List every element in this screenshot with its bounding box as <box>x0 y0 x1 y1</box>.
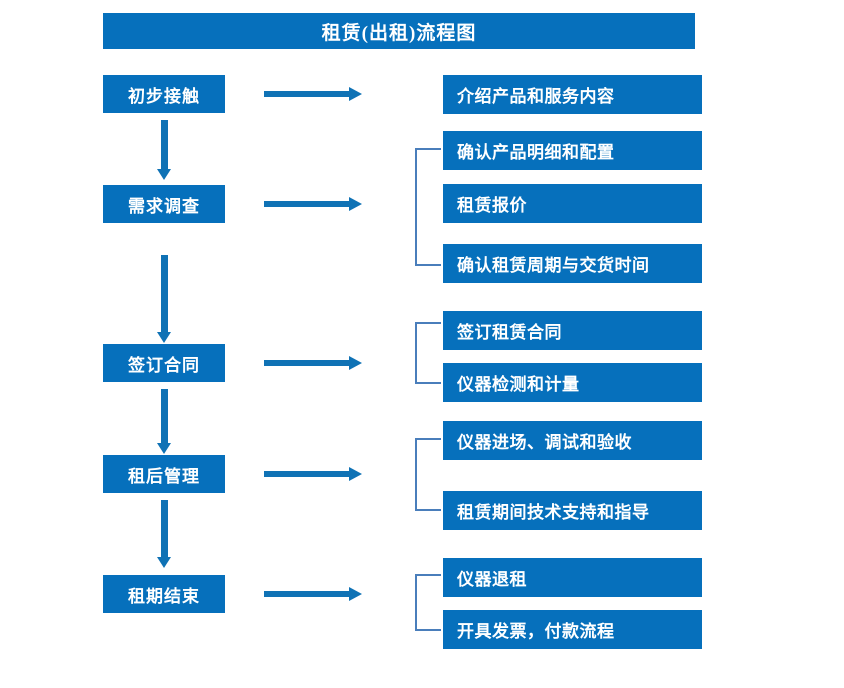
arrow-head-right-icon <box>349 87 362 101</box>
flow-arrow-right-2 <box>264 197 362 211</box>
arrow-head-right-icon <box>349 197 362 211</box>
connector-arrow-2-3 <box>157 255 171 343</box>
connector-arrow-1-2 <box>157 120 171 180</box>
group-bracket-5 <box>415 574 441 631</box>
arrow-head-right-icon <box>349 467 362 481</box>
page-title: 租赁(出租)流程图 <box>103 13 695 49</box>
detail-box-6[interactable]: 仪器检测和计量 <box>443 363 702 402</box>
detail-box-3[interactable]: 租赁报价 <box>443 184 702 223</box>
arrow-shaft <box>161 120 168 169</box>
detail-box-5[interactable]: 签订租赁合同 <box>443 311 702 350</box>
flow-arrow-right-1 <box>264 87 362 101</box>
detail-box-7[interactable]: 仪器进场、调试和验收 <box>443 421 702 460</box>
arrow-shaft <box>264 91 350 97</box>
arrow-head-right-icon <box>349 356 362 370</box>
group-bracket-4 <box>415 438 441 511</box>
detail-box-9[interactable]: 仪器退租 <box>443 558 702 597</box>
flow-arrow-right-4 <box>264 467 362 481</box>
detail-box-1[interactable]: 介绍产品和服务内容 <box>443 75 702 114</box>
detail-box-4[interactable]: 确认租赁周期与交货时间 <box>443 244 702 283</box>
detail-box-2[interactable]: 确认产品明细和配置 <box>443 131 702 170</box>
arrow-head-down-icon <box>157 557 171 568</box>
arrow-shaft <box>264 471 350 477</box>
arrow-shaft <box>161 255 168 332</box>
stage-box-3[interactable]: 签订合同 <box>103 344 225 382</box>
arrow-shaft <box>161 500 168 557</box>
stage-box-1[interactable]: 初步接触 <box>103 75 225 113</box>
stage-box-2[interactable]: 需求调查 <box>103 185 225 223</box>
arrow-shaft <box>264 201 350 207</box>
arrow-head-down-icon <box>157 169 171 180</box>
group-bracket-2 <box>415 148 441 266</box>
detail-box-10[interactable]: 开具发票，付款流程 <box>443 610 702 649</box>
arrow-shaft <box>264 360 350 366</box>
arrow-shaft <box>161 389 168 443</box>
connector-arrow-4-5 <box>157 500 171 568</box>
arrow-head-down-icon <box>157 443 171 454</box>
arrow-head-right-icon <box>349 587 362 601</box>
flow-arrow-right-3 <box>264 356 362 370</box>
detail-box-8[interactable]: 租赁期间技术支持和指导 <box>443 491 702 530</box>
group-bracket-3 <box>415 322 441 384</box>
stage-box-5[interactable]: 租期结束 <box>103 575 225 613</box>
arrow-shaft <box>264 591 350 597</box>
flow-arrow-right-5 <box>264 587 362 601</box>
connector-arrow-3-4 <box>157 389 171 454</box>
arrow-head-down-icon <box>157 332 171 343</box>
stage-box-4[interactable]: 租后管理 <box>103 455 225 493</box>
